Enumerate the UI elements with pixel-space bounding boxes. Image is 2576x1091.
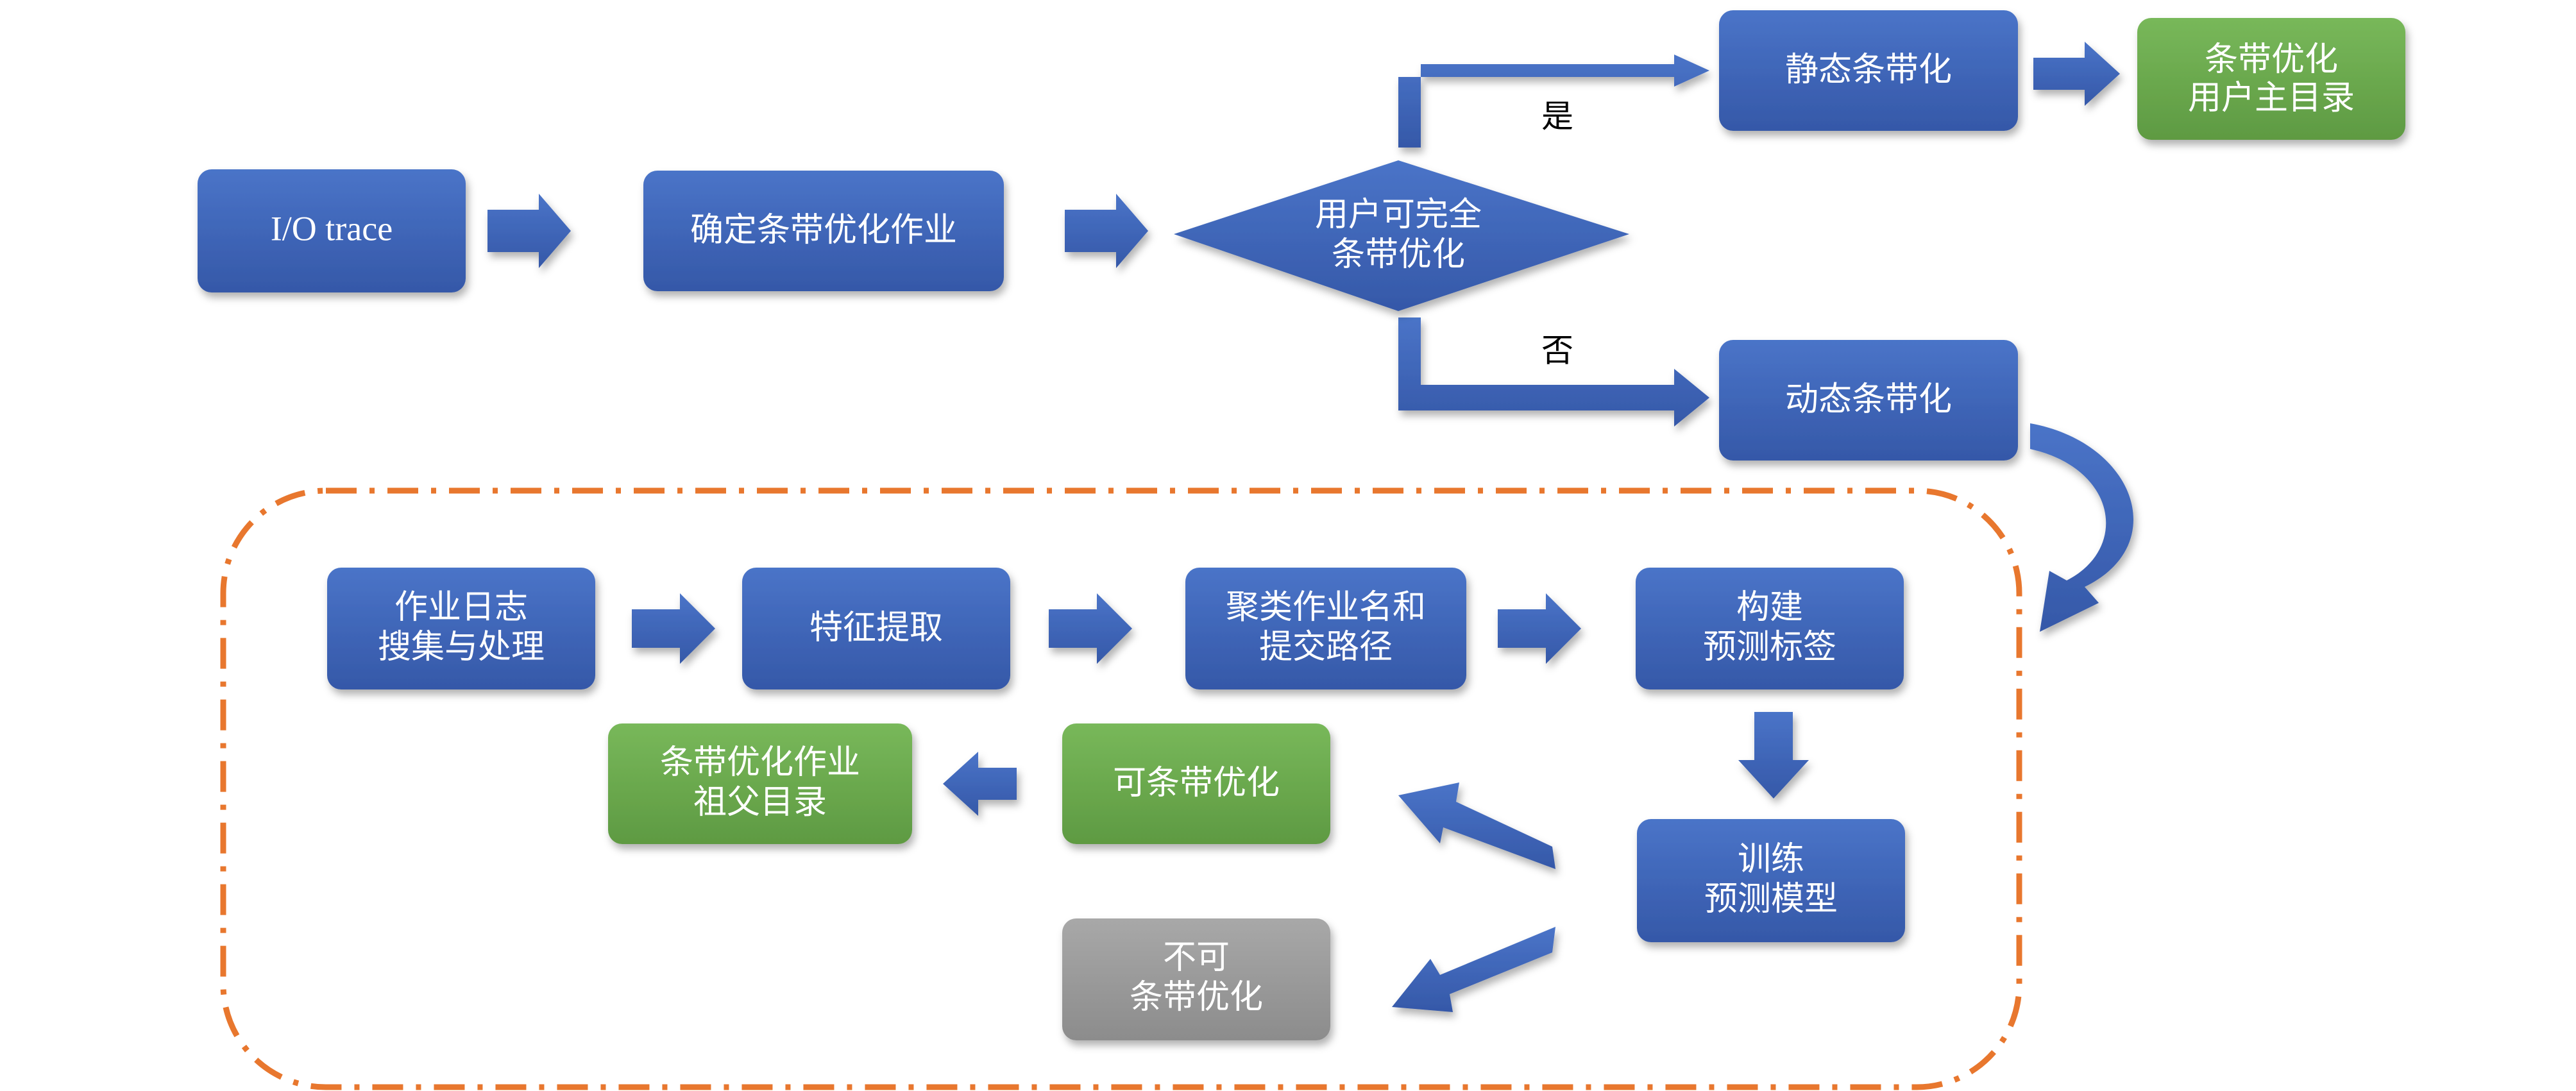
node-log-collect-line-2: 搜集与处理 bbox=[378, 628, 545, 666]
decision-user-stripeable: 用户可完全 条带优化 bbox=[1174, 160, 1629, 311]
node-log-collect: 作业日志 搜集与处理 bbox=[327, 568, 595, 689]
node-stripeable-label: 可条带优化 bbox=[1113, 764, 1280, 802]
node-static-striping-label: 静态条带化 bbox=[1785, 51, 1952, 89]
node-cluster-line-1: 聚类作业名和 bbox=[1226, 588, 1426, 627]
node-determine-jobs: 确定条带优化作业 bbox=[643, 171, 1004, 291]
node-parent-dir-line-2: 祖父目录 bbox=[693, 783, 827, 822]
node-parent-dir: 条带优化作业 祖父目录 bbox=[608, 723, 912, 844]
arrow-determine-to-decision bbox=[1065, 194, 1148, 268]
node-home-dir-line-1: 条带优化 bbox=[2205, 40, 2338, 79]
arrow-dynamic-to-region bbox=[2030, 423, 2134, 632]
edge-label-yes: 是 bbox=[1541, 98, 1573, 135]
arrow-log-to-feature bbox=[632, 593, 715, 664]
node-cluster-line-2: 提交路径 bbox=[1259, 628, 1393, 666]
node-not-stripeable-line-1: 不可 bbox=[1163, 938, 1230, 977]
node-not-stripeable-line-2: 条带优化 bbox=[1130, 978, 1263, 1017]
node-determine-jobs-label: 确定条带优化作业 bbox=[690, 211, 957, 249]
node-build-labels-line-1: 构建 bbox=[1736, 588, 1803, 627]
decision-line-2: 条带优化 bbox=[1332, 235, 1465, 274]
node-train-model: 训练 预测模型 bbox=[1637, 819, 1905, 942]
node-static-striping: 静态条带化 bbox=[1719, 10, 2018, 131]
node-not-stripeable: 不可 条带优化 bbox=[1062, 918, 1330, 1040]
node-home-dir: 条带优化 用户主目录 bbox=[2137, 18, 2405, 140]
edge-label-no: 否 bbox=[1541, 332, 1573, 369]
node-train-model-line-2: 预测模型 bbox=[1704, 880, 1838, 918]
node-build-labels-line-2: 预测标签 bbox=[1703, 628, 1836, 666]
arrow-no-branch bbox=[1398, 317, 1709, 427]
node-feature-extract: 特征提取 bbox=[742, 568, 1010, 689]
node-parent-dir-line-1: 条带优化作业 bbox=[660, 743, 860, 782]
node-log-collect-line-1: 作业日志 bbox=[394, 588, 528, 627]
node-dynamic-striping: 动态条带化 bbox=[1719, 340, 2018, 461]
node-feature-extract-label: 特征提取 bbox=[809, 609, 943, 647]
node-train-model-line-1: 训练 bbox=[1738, 840, 1804, 879]
dynamic-workflow-region bbox=[220, 487, 2022, 1090]
arrow-yes-branch bbox=[1398, 55, 1709, 148]
node-io-trace-label: I/O trace bbox=[271, 209, 393, 248]
arrow-labels-to-train bbox=[1738, 712, 1809, 799]
node-dynamic-striping-label: 动态条带化 bbox=[1785, 380, 1952, 419]
arrow-feature-to-cluster bbox=[1049, 593, 1132, 664]
node-build-labels: 构建 预测标签 bbox=[1636, 568, 1904, 689]
arrow-stripeable-to-parent bbox=[943, 752, 1017, 816]
node-io-trace: I/O trace bbox=[198, 169, 466, 292]
arrow-cluster-to-labels bbox=[1498, 593, 1581, 664]
arrow-static-to-home bbox=[2033, 42, 2120, 106]
arrow-io-to-determine bbox=[487, 194, 571, 268]
node-stripeable: 可条带优化 bbox=[1062, 723, 1330, 844]
node-home-dir-line-2: 用户主目录 bbox=[2188, 79, 2355, 117]
arrow-train-to-not-stripeable bbox=[1392, 927, 1555, 1012]
arrow-train-to-stripeable bbox=[1398, 782, 1555, 869]
decision-line-1: 用户可完全 bbox=[1315, 196, 1482, 234]
node-cluster: 聚类作业名和 提交路径 bbox=[1185, 568, 1466, 689]
